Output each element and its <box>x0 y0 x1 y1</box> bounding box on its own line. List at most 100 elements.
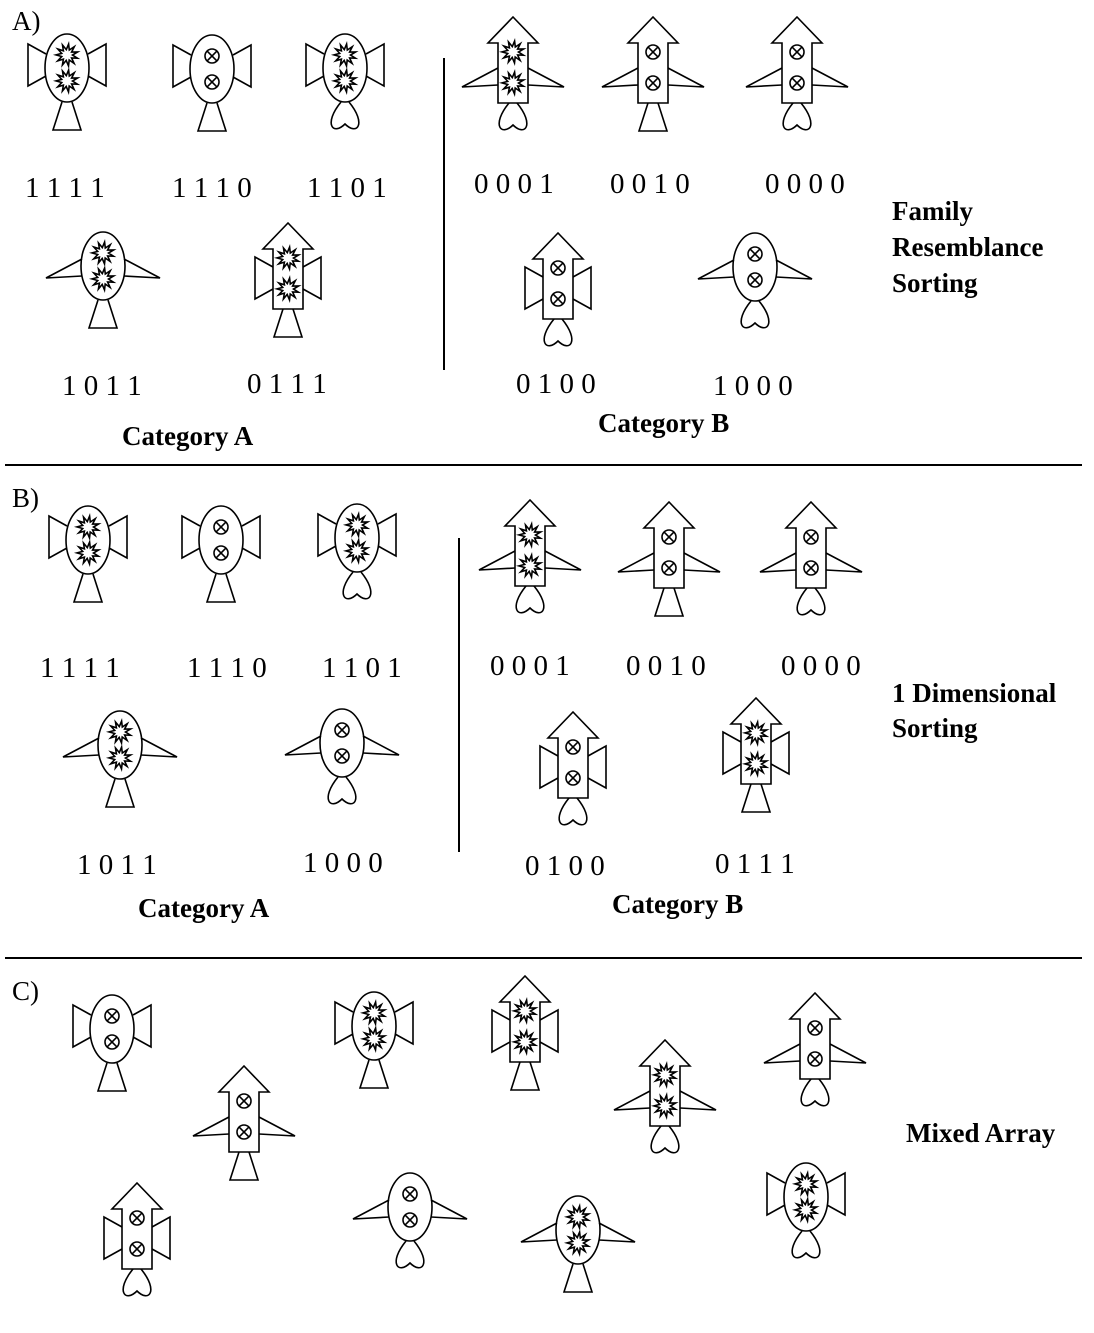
pointed-wing <box>829 1043 867 1064</box>
triangle-tail <box>562 1263 594 1293</box>
house-body <box>110 1181 164 1270</box>
triangle-tail <box>51 101 83 131</box>
cross-circle-marking <box>550 260 566 276</box>
cross-circle-marking <box>129 1241 145 1257</box>
creature <box>763 991 867 1107</box>
burst-marking <box>741 718 770 748</box>
square-wing <box>48 514 68 560</box>
triangle-tail <box>104 778 136 808</box>
pointed-wing <box>617 552 655 573</box>
triangle-tail <box>205 573 237 603</box>
creature <box>45 231 161 329</box>
burst-marking <box>741 749 770 779</box>
code-label: 0 1 0 0 <box>516 368 596 400</box>
creature <box>539 710 607 826</box>
cross-circle-marking <box>645 44 661 60</box>
code-label: 1 0 1 1 <box>62 370 142 402</box>
creature <box>766 1162 846 1259</box>
creature <box>181 505 261 603</box>
cross-circle-marking <box>204 74 220 90</box>
creature <box>601 15 705 132</box>
burst-marking <box>510 996 539 1026</box>
burst-marking <box>105 743 134 773</box>
code-label: 1 1 1 1 <box>40 652 120 684</box>
oval-body <box>65 505 111 575</box>
category-a-title: Category A <box>122 421 254 451</box>
cross-circle-marking <box>213 545 229 561</box>
panel-title-line: Sorting <box>892 268 978 298</box>
square-wing <box>232 43 252 89</box>
burst-marking <box>791 1195 820 1225</box>
square-wing <box>72 1003 92 1049</box>
square-wing <box>132 1003 152 1049</box>
square-wing <box>181 514 201 560</box>
burst-marking <box>342 536 371 566</box>
square-wing <box>539 1008 559 1054</box>
house-body <box>503 498 557 587</box>
cross-circle-marking <box>104 1008 120 1024</box>
triangle-tail <box>740 783 772 813</box>
creature <box>48 505 128 603</box>
square-wing <box>722 730 742 776</box>
code-label: 0 1 1 1 <box>247 368 327 400</box>
code-label: 0 1 0 0 <box>525 850 605 882</box>
cross-circle-marking <box>402 1186 418 1202</box>
code-label: 1 1 1 1 <box>25 172 105 204</box>
burst-marking <box>273 243 302 273</box>
code-label: 0 0 0 0 <box>781 650 861 682</box>
pointed-wing <box>811 67 849 88</box>
heart-tail <box>558 797 588 826</box>
cross-circle-marking <box>334 748 350 764</box>
cross-circle-marking <box>129 1210 145 1226</box>
panel-title-line: Resemblance <box>892 232 1043 262</box>
burst-marking <box>515 551 544 581</box>
burst-marking <box>342 510 371 540</box>
square-wing <box>539 744 559 790</box>
creature <box>317 503 397 600</box>
house-body <box>729 696 783 785</box>
creature <box>745 15 849 131</box>
pointed-wing <box>430 1199 468 1220</box>
square-wing <box>172 43 192 89</box>
code-label: 0 0 1 0 <box>610 168 690 200</box>
pointed-wing <box>601 67 639 88</box>
burst-marking <box>105 717 134 747</box>
square-wing <box>770 730 790 776</box>
category-b-title: Category B <box>612 889 743 919</box>
pointed-wing <box>362 735 400 756</box>
burst-marking <box>330 66 359 96</box>
code-label: 0 0 0 1 <box>490 650 570 682</box>
pointed-wing <box>192 1116 230 1137</box>
pointed-wing <box>520 1222 558 1243</box>
panel-b-label: B) <box>12 483 39 513</box>
cross-circle-marking <box>789 75 805 91</box>
heart-tail <box>796 587 826 616</box>
pointed-wing <box>745 67 783 88</box>
cross-circle-marking <box>565 739 581 755</box>
house-body <box>531 231 585 320</box>
burst-marking <box>88 238 117 268</box>
triangle-tail <box>509 1061 541 1091</box>
creature-stimuli <box>27 15 867 1297</box>
pointed-wing <box>679 1090 717 1111</box>
pointed-wing <box>123 258 161 279</box>
panel-title-line: Mixed Array <box>906 1118 1056 1148</box>
oval-body <box>97 710 143 780</box>
house-body <box>770 15 824 104</box>
code-label: 1 0 0 0 <box>713 370 793 402</box>
cross-circle-marking <box>550 291 566 307</box>
pointed-wing <box>763 1043 801 1064</box>
house-body <box>626 15 680 104</box>
burst-marking <box>563 1228 592 1258</box>
house-body <box>217 1064 271 1153</box>
triangle-tail <box>96 1062 128 1092</box>
pointed-wing <box>140 737 178 758</box>
heart-tail <box>515 585 545 614</box>
category-b-title: Category B <box>598 408 729 438</box>
cross-circle-marking <box>789 44 805 60</box>
burst-marking <box>791 1169 820 1199</box>
burst-marking <box>52 66 81 96</box>
triangle-tail <box>72 573 104 603</box>
pointed-wing <box>478 550 516 571</box>
house-body <box>642 500 696 589</box>
